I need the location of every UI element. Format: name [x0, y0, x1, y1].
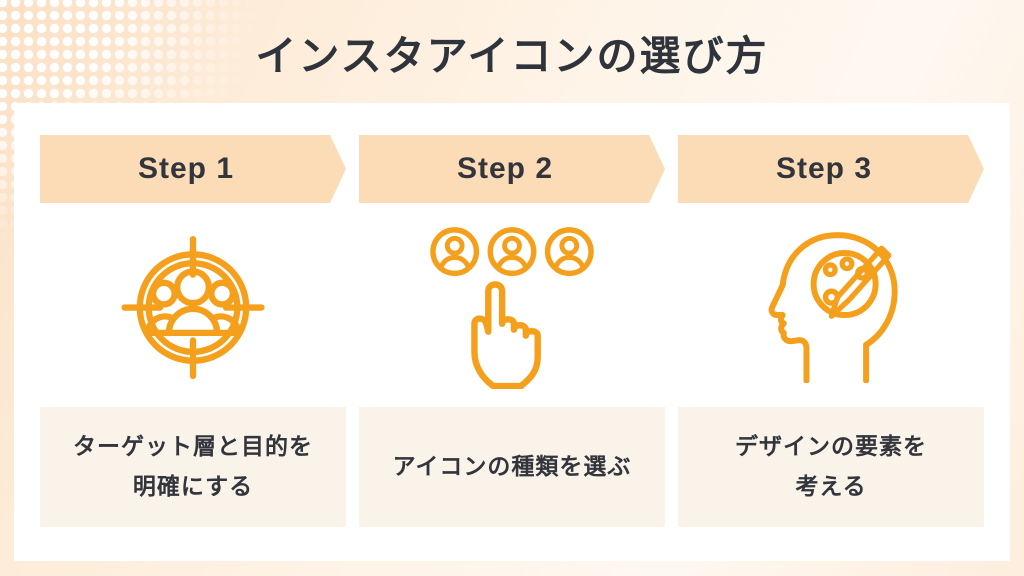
step-label-2: Step 2: [456, 152, 554, 185]
step-banner-1: Step 1: [40, 135, 346, 203]
step-banner-2: Step 2: [359, 135, 665, 203]
target-audience-icon: [121, 235, 265, 380]
step-description-2: アイコンの種類を選ぶ: [392, 453, 632, 480]
step-label-3: Step 3: [775, 152, 873, 185]
step-description-1: ターゲット層と目的を 明確にする: [73, 433, 313, 499]
step-column-3: Step 3 デザインの要素を 考える: [678, 135, 984, 527]
step-banner-3: Step 3: [678, 135, 984, 203]
step-description-box-1: ターゲット層と目的を 明確にする: [40, 407, 346, 527]
step-column-1: Step 1: [40, 135, 346, 527]
page-title: インスタアイコンの選び方: [255, 33, 769, 79]
step-description-3: デザインの要素を 考える: [735, 433, 927, 499]
step-description-box-2: アイコンの種類を選ぶ: [359, 407, 665, 527]
step-description-box-3: デザインの要素を 考える: [678, 407, 984, 527]
content-card: Step 1: [14, 103, 1010, 561]
step-column-2: Step 2: [359, 135, 665, 527]
step-label-1: Step 1: [137, 152, 235, 185]
step-icon-wrap-2: [359, 203, 665, 407]
choose-icon-type-icon: [430, 227, 594, 389]
step-icon-wrap-1: [40, 203, 346, 407]
step-icon-wrap-3: [678, 203, 984, 407]
design-elements-icon: [768, 231, 898, 383]
